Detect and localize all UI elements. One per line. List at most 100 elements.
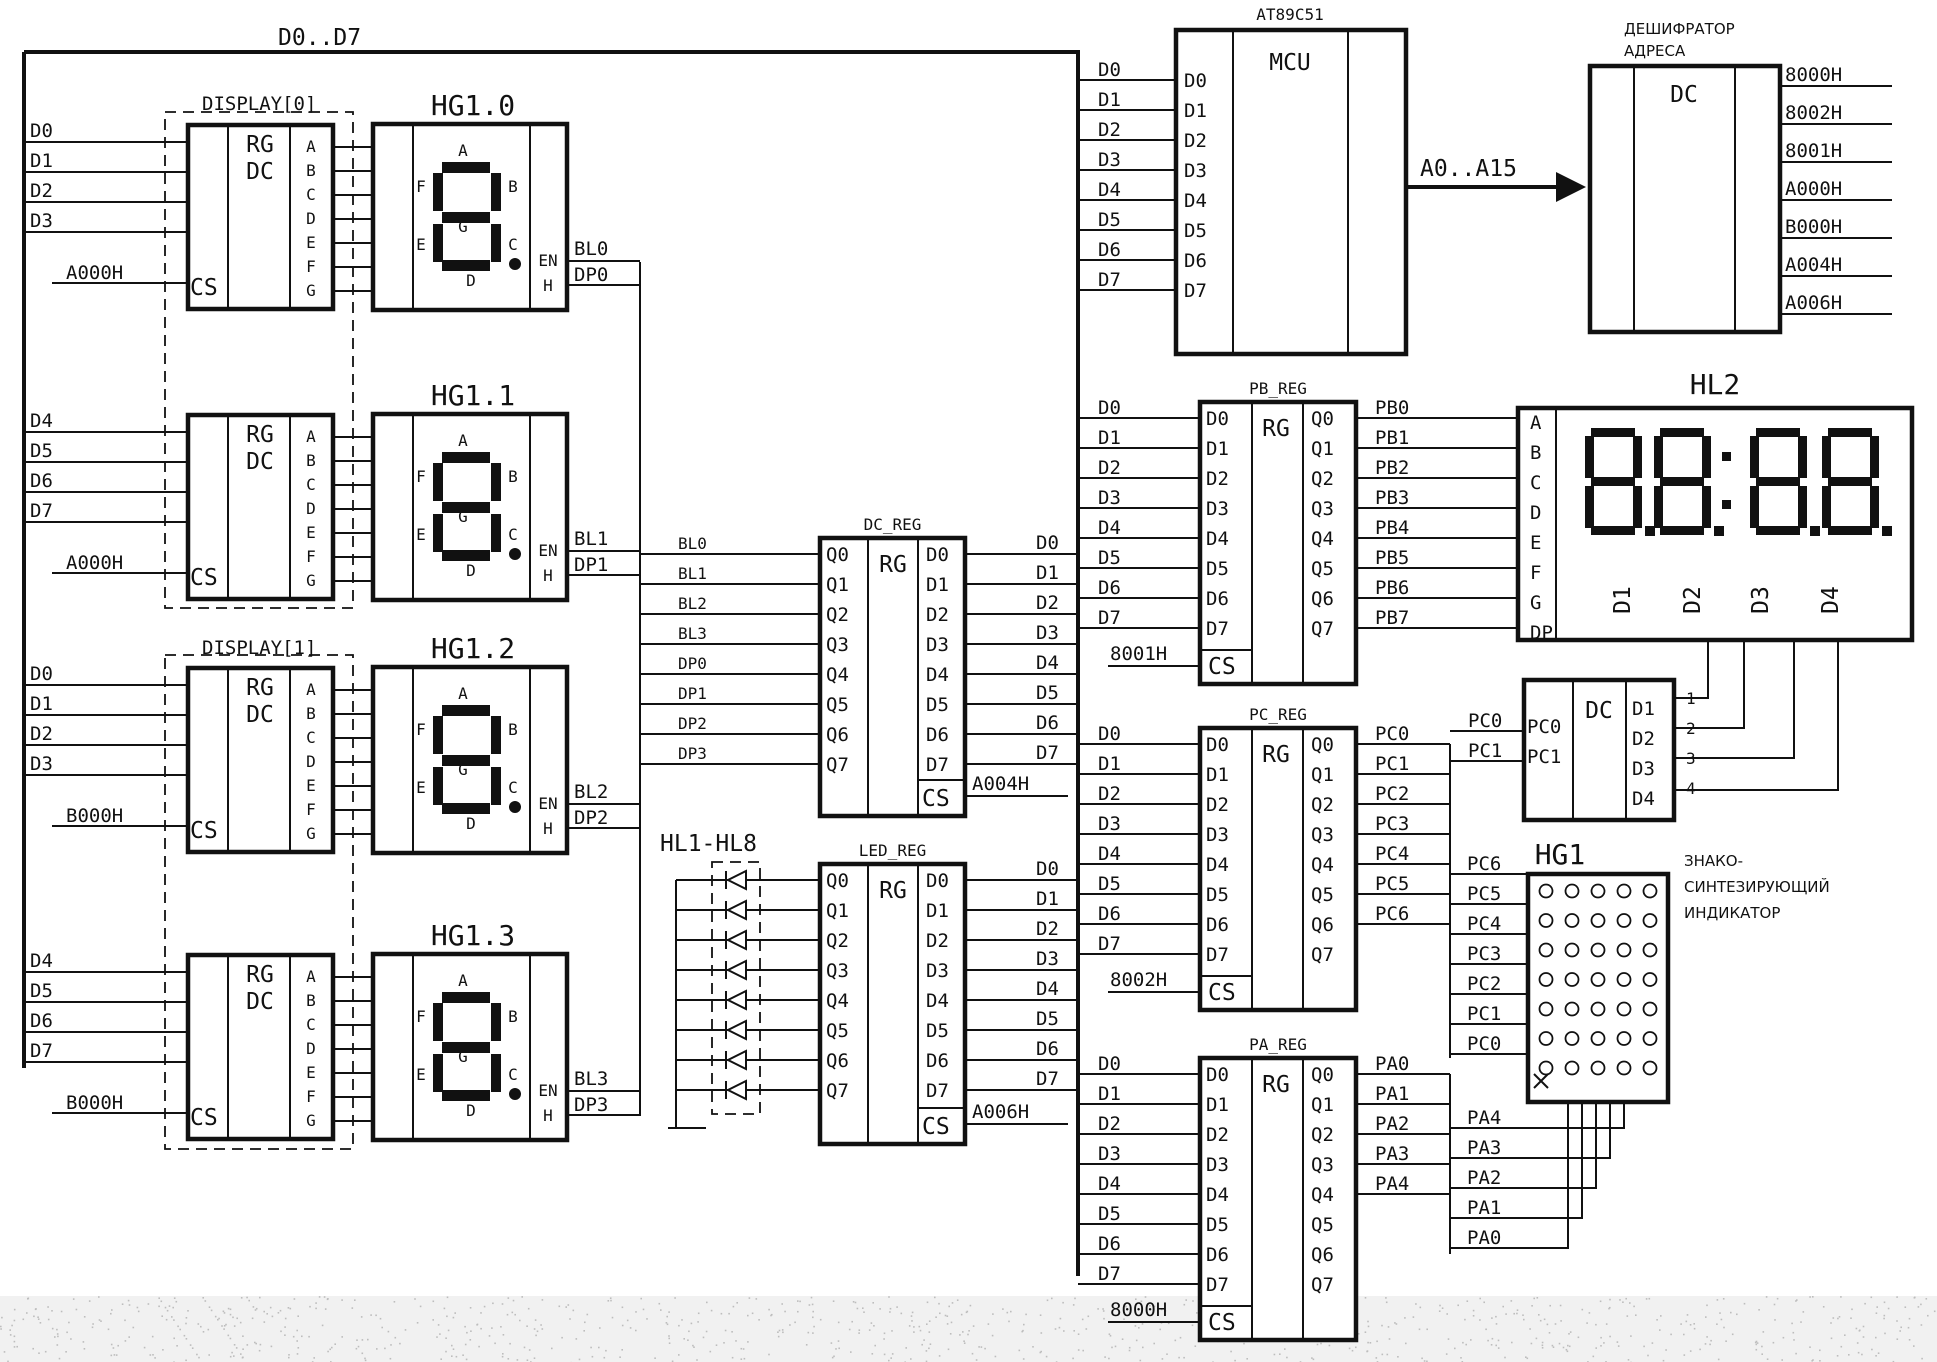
- noise-dot: [835, 1348, 837, 1350]
- noise-dot: [1754, 1341, 1757, 1344]
- register-right-pin: Q0: [1311, 1064, 1334, 1086]
- noise-dot: [883, 1353, 886, 1356]
- noise-dot: [879, 1308, 881, 1310]
- noise-dot: [1565, 1348, 1568, 1351]
- register-left-pin: D2: [1206, 794, 1229, 816]
- hl2-segment: [1822, 486, 1831, 528]
- latch-cs-address: A000H: [66, 262, 123, 284]
- noise-dot: [1497, 1347, 1500, 1349]
- noise-dot: [229, 1308, 232, 1311]
- noise-dot: [476, 1324, 478, 1326]
- register-left-pin: Q5: [826, 1020, 849, 1042]
- noise-dot: [466, 1331, 468, 1334]
- noise-dot: [891, 1330, 893, 1332]
- matrix-dot: [1538, 972, 1554, 987]
- hl2-pin: F: [1530, 562, 1541, 584]
- noise-dot: [808, 1304, 811, 1306]
- noise-dot: [1630, 1335, 1632, 1337]
- noise-dot: [327, 1298, 329, 1300]
- noise-dot: [1762, 1331, 1765, 1333]
- noise-dot: [1629, 1302, 1631, 1304]
- noise-dot: [728, 1312, 730, 1315]
- noise-dot: [1529, 1328, 1531, 1330]
- noise-dot: [891, 1353, 894, 1355]
- noise-dot: [1627, 1359, 1630, 1361]
- hl2-segment: [1660, 526, 1704, 535]
- dcreg-input-label: BL0: [678, 534, 707, 553]
- noise-dot: [233, 1344, 236, 1346]
- noise-dot: [44, 1350, 47, 1353]
- noise-dot: [51, 1310, 53, 1312]
- noise-dot: [590, 1346, 592, 1349]
- noise-dot: [777, 1335, 780, 1338]
- noise-dot: [56, 1333, 59, 1335]
- noise-dot: [288, 1354, 290, 1356]
- noise-dot: [971, 1352, 974, 1355]
- noise-dot: [575, 1338, 578, 1340]
- noise-dot: [1160, 1308, 1163, 1311]
- noise-dot: [176, 1345, 178, 1347]
- noise-dot: [1516, 1312, 1518, 1315]
- noise-dot: [1375, 1357, 1378, 1359]
- decoder-title: ДЕШИФРАТОР: [1624, 20, 1735, 38]
- noise-dot: [227, 1334, 230, 1337]
- noise-dot: [646, 1318, 648, 1320]
- noise-dot: [1273, 1353, 1276, 1356]
- noise-dot: [1689, 1324, 1692, 1326]
- latch-dc-label: DC: [246, 989, 274, 1015]
- noise-dot: [229, 1313, 232, 1316]
- noise-dot: [1851, 1308, 1853, 1311]
- noise-dot: [1525, 1356, 1527, 1358]
- noise-dot: [1548, 1332, 1551, 1334]
- noise-dot: [1541, 1347, 1544, 1349]
- noise-dot: [905, 1347, 907, 1349]
- noise-dot: [329, 1348, 331, 1351]
- noise-dot: [1896, 1338, 1899, 1340]
- noise-dot: [928, 1320, 931, 1322]
- port-output-label: PC5: [1375, 873, 1409, 895]
- noise-dot: [1862, 1325, 1865, 1328]
- noise-dot: [1622, 1301, 1624, 1303]
- noise-dot: [270, 1345, 273, 1348]
- matrix-dot: [1538, 1031, 1554, 1046]
- noise-dot: [432, 1319, 434, 1321]
- hg1-row-label: PC0: [1467, 1033, 1501, 1055]
- segment-letter: B: [508, 1007, 518, 1026]
- ledreg-bus-label: D5: [1036, 1008, 1059, 1030]
- noise-dot: [259, 1343, 262, 1346]
- register-right-pin: D3: [926, 960, 949, 982]
- noise-dot: [455, 1355, 458, 1358]
- port-bus-label: D7: [1098, 607, 1121, 629]
- noise-dot: [301, 1335, 303, 1338]
- noise-dot: [0, 1325, 2, 1328]
- latch-data-label: D3: [30, 753, 53, 775]
- matrix-dot: [1616, 972, 1632, 987]
- noise-dot: [494, 1342, 496, 1345]
- segment-f: [433, 173, 443, 211]
- noise-dot: [1755, 1348, 1758, 1351]
- noise-dot: [1426, 1360, 1428, 1362]
- noise-dot: [47, 1318, 50, 1321]
- noise-dot: [166, 1309, 169, 1312]
- noise-dot: [605, 1349, 607, 1352]
- noise-dot: [868, 1329, 871, 1331]
- noise-dot: [1683, 1354, 1686, 1356]
- noise-dot: [1419, 1306, 1422, 1309]
- noise-dot: [626, 1319, 629, 1322]
- noise-dot: [1040, 1332, 1043, 1334]
- segment-letter: E: [416, 1065, 426, 1084]
- noise-dot: [331, 1346, 333, 1349]
- noise-dot: [355, 1347, 358, 1350]
- noise-dot: [202, 1331, 205, 1333]
- register-cs-label: CS: [1208, 654, 1236, 680]
- noise-dot: [1864, 1302, 1866, 1305]
- segment-c: [491, 514, 501, 552]
- segment-e: [433, 514, 443, 552]
- register-right-pin: Q6: [1311, 1244, 1334, 1266]
- noise-dot: [436, 1336, 438, 1338]
- dcreg-input-label: DP0: [678, 654, 707, 673]
- port-bus-label: D7: [1098, 933, 1121, 955]
- led-diode: [725, 899, 747, 921]
- segment-c: [491, 224, 501, 262]
- noise-dot: [315, 1307, 317, 1310]
